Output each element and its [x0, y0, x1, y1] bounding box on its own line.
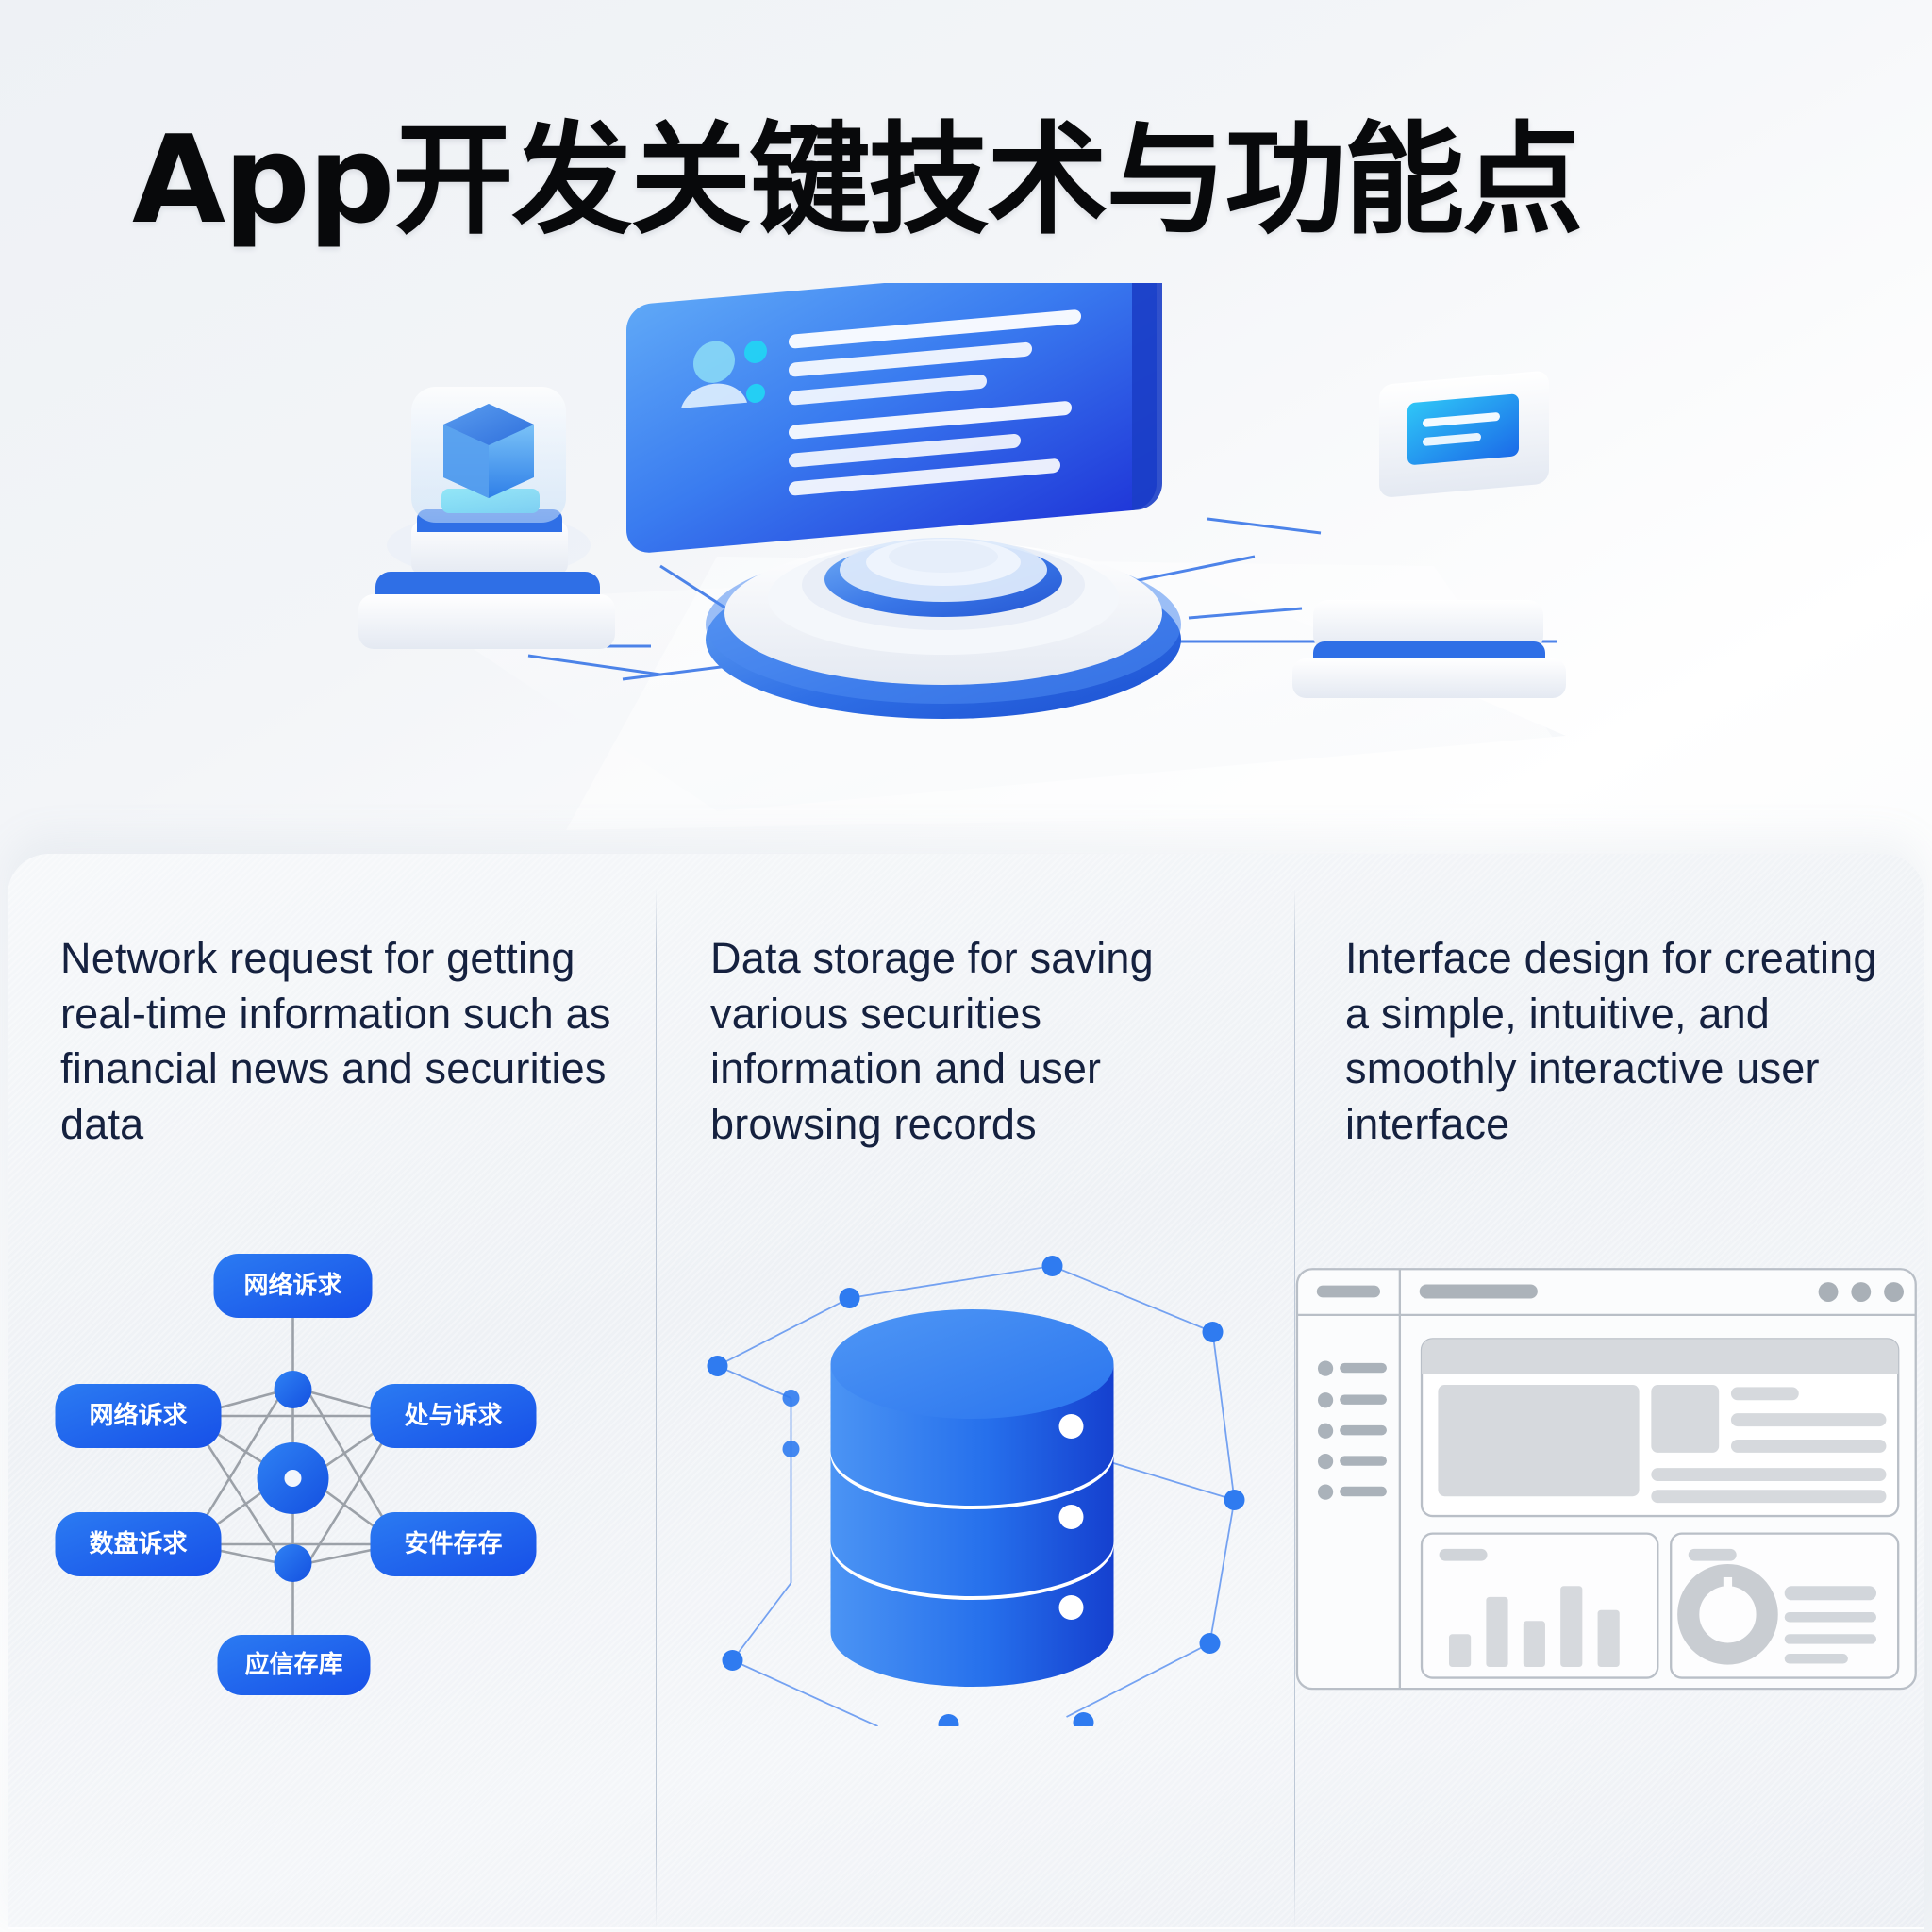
feature-column-network-request: Network request for getting real-time in…	[8, 854, 654, 1929]
feature-column-data-storage: Data storage for saving various securiti…	[654, 854, 1291, 1929]
wireframe-window	[1295, 1268, 1917, 1690]
wireframe-hero-card	[1420, 1338, 1900, 1518]
graph-pill-right-upper: 处与诉求	[370, 1384, 537, 1448]
cube-icon-tile	[387, 387, 591, 577]
column-1-description: Network request for getting real-time in…	[60, 934, 611, 1148]
graph-pill-bottom: 应信存库	[217, 1635, 371, 1695]
column-3-description: Interface design for creating a simple, …	[1345, 934, 1877, 1148]
column-divider-2	[1294, 888, 1295, 1929]
window-control-dots	[1818, 1282, 1904, 1302]
wireframe-sidebar	[1317, 1360, 1387, 1500]
feature-panel: Network request for getting real-time in…	[8, 854, 1924, 1929]
feature-column-interface-design: Interface design for creating a simple, …	[1291, 854, 1924, 1929]
pill-label-top: 网络诉求	[243, 1271, 341, 1300]
user-avatar-glyph	[681, 340, 767, 408]
secondary-monitor	[1292, 371, 1566, 698]
window-logo-bar	[1316, 1285, 1381, 1298]
pill-label-left-lower: 数盘诉求	[89, 1529, 187, 1558]
wireframe-bar-chart-card	[1420, 1532, 1659, 1679]
left-pedestal	[358, 572, 615, 649]
database-illustration	[654, 1217, 1291, 1726]
title-container: App开发关键技术与功能点	[132, 121, 1811, 242]
donut-chart-glyph	[1677, 1564, 1778, 1665]
graph-hub-nodes	[257, 1371, 329, 1582]
network-graph-illustration: 网络诉求 网络诉求 处与诉求 数盘诉求 安件存存	[8, 1231, 654, 1722]
pill-label-left-upper: 网络诉求	[89, 1401, 187, 1430]
column-2-description: Data storage for saving various securiti…	[710, 934, 1154, 1148]
cube-glyph	[443, 404, 534, 498]
screen-text-lines	[789, 309, 1081, 496]
page-title: App开发关键技术与功能点	[132, 110, 1583, 251]
pill-label-bottom: 应信存库	[244, 1650, 342, 1679]
pill-label-right-lower: 安件存存	[404, 1530, 502, 1558]
database-cylinder	[830, 1309, 1114, 1687]
graph-pill-top: 网络诉求	[213, 1254, 373, 1318]
database-status-dots	[1058, 1414, 1084, 1620]
graph-pill-left-lower: 数盘诉求	[55, 1512, 222, 1576]
circular-platform	[706, 538, 1181, 719]
window-title-bar	[1419, 1284, 1538, 1299]
graph-pill-left-upper: 网络诉求	[55, 1384, 222, 1448]
pill-label-right-upper: 处与诉求	[403, 1402, 502, 1430]
ui-wireframe-illustration	[1291, 1259, 1924, 1703]
column-divider-1	[656, 888, 657, 1929]
hero-illustration	[0, 283, 1932, 887]
wireframe-bars	[1449, 1586, 1620, 1667]
graph-pill-right-lower: 安件存存	[370, 1512, 537, 1576]
wireframe-donut-chart-card	[1670, 1532, 1900, 1679]
main-monitor	[626, 283, 1163, 553]
database-mesh-nodes	[707, 1256, 1245, 1726]
